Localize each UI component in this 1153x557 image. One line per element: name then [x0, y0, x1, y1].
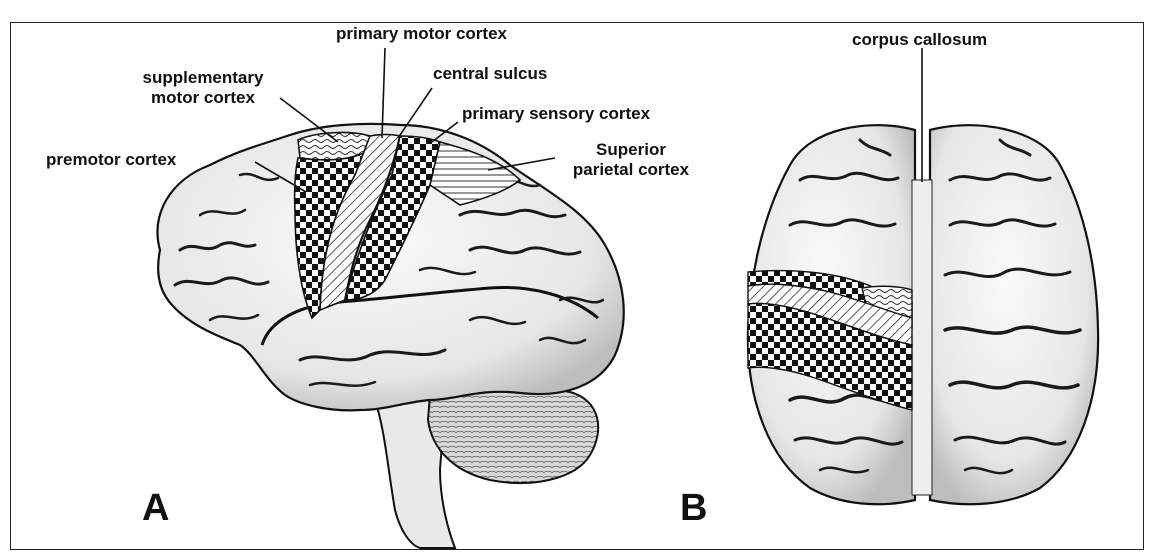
cerebellum — [428, 385, 598, 483]
label-superior-parietal-cortex: Superior parietal cortex — [556, 140, 706, 180]
label-superior-line1: Superior — [556, 140, 706, 160]
label-corpus-callosum: corpus callosum — [852, 30, 987, 50]
panel-letter-b: B — [680, 488, 707, 528]
label-primary-sensory-cortex: primary sensory cortex — [462, 104, 650, 124]
dorsal-brain — [748, 48, 1098, 504]
panel-letter-a: A — [142, 488, 169, 528]
label-supplementary-line1: supplementary — [128, 68, 278, 88]
label-primary-motor-cortex: primary motor cortex — [336, 24, 507, 44]
label-superior-line2: parietal cortex — [556, 160, 706, 180]
corpus-callosum-gap — [912, 180, 932, 495]
label-supplementary-line2: motor cortex — [128, 88, 278, 108]
right-hemisphere — [930, 125, 1098, 504]
label-supplementary-motor-cortex: supplementary motor cortex — [128, 68, 278, 108]
label-central-sulcus: central sulcus — [433, 64, 547, 84]
label-premotor-cortex: premotor cortex — [46, 150, 176, 170]
